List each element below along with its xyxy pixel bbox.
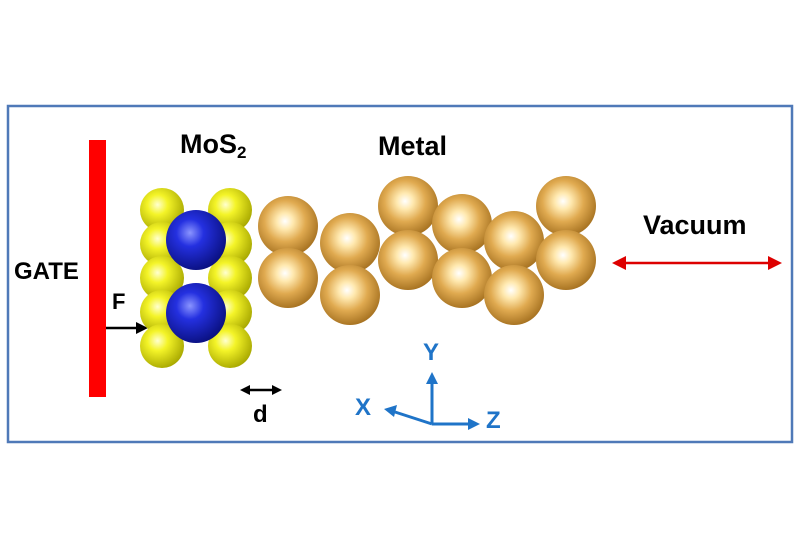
sulfur-atom — [140, 256, 184, 300]
field-arrow — [106, 322, 148, 334]
distance-arrow — [240, 385, 282, 395]
metal-slab — [258, 176, 596, 325]
metal-atom — [320, 213, 380, 273]
gate-label: GATE — [14, 258, 79, 285]
metal-atom — [258, 248, 318, 308]
axis-z-label: Z — [486, 407, 501, 434]
metal-atom — [484, 265, 544, 325]
metal-atom — [432, 248, 492, 308]
metal-atom — [432, 194, 492, 254]
metal-atom — [258, 196, 318, 256]
metal-atom — [536, 230, 596, 290]
metal-atom — [484, 211, 544, 271]
vacuum-label: Vacuum — [643, 210, 747, 240]
metal-atom — [320, 265, 380, 325]
metal-label: Metal — [378, 131, 448, 161]
gate-bar — [89, 140, 106, 397]
mos2-label-base: MoS — [180, 129, 237, 159]
frame-border — [6, 104, 794, 444]
mos2-label-subscript: 2 — [237, 143, 247, 162]
metal-atom — [378, 230, 438, 290]
mos2-label: MoS2 — [180, 129, 247, 162]
metal-atom — [536, 176, 596, 236]
axis-y-label: Y — [423, 339, 440, 366]
sulfur-atom — [208, 324, 252, 368]
axis-x-label: X — [355, 394, 372, 421]
distance-label: d — [253, 401, 268, 428]
molybdenum-atom — [166, 210, 226, 270]
vacuum-arrow — [612, 256, 782, 270]
molybdenum-atom — [166, 283, 226, 343]
mos2-layer — [140, 188, 252, 368]
sulfur-atom — [140, 324, 184, 368]
metal-atom — [378, 176, 438, 236]
sulfur-atom — [208, 256, 252, 300]
coordinate-axes — [384, 372, 480, 430]
field-label: F — [112, 289, 126, 314]
